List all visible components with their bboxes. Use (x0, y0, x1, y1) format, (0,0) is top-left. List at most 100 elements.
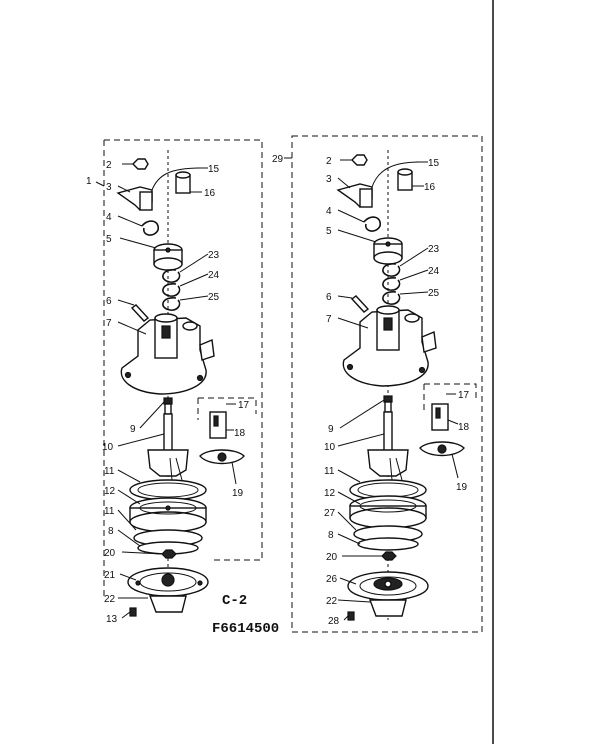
label-6-right: 6 (326, 292, 332, 303)
right-assembly-outline (291, 135, 483, 633)
ring-part-23-right (382, 263, 401, 277)
label-19-right: 19 (456, 482, 468, 493)
part-number-caption: F6614500 (212, 621, 279, 637)
ring-part-24-right (382, 277, 401, 291)
motor-part-18 (209, 411, 227, 439)
label-5-right: 5 (326, 226, 332, 237)
label-23: 23 (208, 250, 220, 261)
label-13: 13 (106, 614, 118, 625)
label-24-right: 24 (428, 266, 440, 277)
pin-part-6 (130, 304, 150, 322)
label-11b: 11 (104, 506, 115, 517)
ring-part-24 (162, 283, 181, 297)
screw-part-9-right (383, 395, 393, 413)
pin-part-6-right (350, 295, 370, 313)
nut-part-2-right (351, 154, 368, 166)
wire-part-15-right (371, 161, 421, 188)
label-28: 28 (328, 616, 340, 627)
ring-part-11 (129, 479, 207, 501)
label-17: 17 (238, 400, 250, 411)
ring-part-25-right (382, 291, 401, 305)
cam-part-5-right (373, 237, 403, 265)
label-2-right: 2 (326, 156, 332, 167)
label-8: 8 (108, 526, 114, 537)
ring-part-23 (162, 269, 181, 283)
housing-part-7 (120, 313, 215, 395)
screw-part-13 (129, 607, 137, 617)
label-1: 1 (86, 176, 92, 187)
label-3-right: 3 (326, 174, 332, 185)
cam-part-5 (153, 243, 183, 271)
left-assembly: 1 2 3 4 5 6 7 15 16 23 24 25 9 10 11 12 … (86, 139, 279, 637)
ring-part-8-right (357, 537, 419, 551)
right-leader-lines (284, 157, 459, 621)
screw-part-9 (163, 397, 173, 415)
bushing-part-16-right (397, 168, 413, 191)
nut-part-20 (161, 549, 177, 559)
label-22: 22 (104, 594, 116, 605)
bushing-part-16 (175, 171, 191, 194)
housing-part-7-right (342, 305, 437, 387)
label-18: 18 (234, 428, 246, 439)
ring-part-25 (162, 297, 181, 311)
label-18-right: 18 (458, 422, 470, 433)
label-9: 9 (130, 424, 136, 435)
label-2: 2 (106, 160, 112, 171)
label-6: 6 (106, 296, 112, 307)
screw-part-28 (347, 611, 355, 621)
nut-part-20-right (381, 551, 397, 561)
label-16: 16 (204, 188, 216, 199)
label-23-right: 23 (428, 244, 440, 255)
right-assembly: 29 2 3 4 5 6 7 15 16 23 24 25 9 10 11 12… (272, 135, 483, 633)
label-25-right: 25 (428, 288, 440, 299)
left-leader-lines (95, 163, 237, 619)
clip-part-4-right (363, 216, 381, 232)
label-21: 21 (104, 570, 116, 581)
shaft-part-10 (147, 413, 189, 481)
label-20-right: 20 (326, 552, 338, 563)
base-part-21 (127, 567, 209, 613)
label-15-right: 15 (428, 158, 440, 169)
plate-part-12 (129, 497, 207, 533)
label-10-right: 10 (324, 442, 336, 453)
label-9-right: 9 (328, 424, 334, 435)
label-4: 4 (106, 212, 112, 223)
plate-part-12-right (349, 495, 427, 529)
shaft-part-10-right (367, 411, 409, 481)
label-4-right: 4 (326, 206, 332, 217)
left-assembly-outline (103, 139, 263, 600)
bracket-part-3 (116, 186, 153, 211)
label-24: 24 (208, 270, 220, 281)
subassembly-outline-right (423, 383, 477, 410)
clip-part-4 (141, 220, 159, 236)
motor-part-18-right (431, 403, 449, 431)
label-3: 3 (106, 182, 112, 193)
nut-part-2 (132, 158, 149, 170)
label-7-right: 7 (326, 314, 332, 325)
label-27: 27 (324, 508, 336, 519)
label-17-right: 17 (458, 390, 470, 401)
label-10: 10 (102, 442, 114, 453)
label-11a: 11 (104, 466, 115, 477)
label-12: 12 (104, 486, 116, 497)
label-26: 26 (326, 574, 338, 585)
label-16-right: 16 (424, 182, 436, 193)
label-11-right: 11 (324, 466, 335, 477)
label-15: 15 (208, 164, 220, 175)
subassembly-outline-left (197, 397, 257, 420)
coupling-part-19-right (419, 441, 465, 457)
label-5: 5 (106, 234, 112, 245)
bracket-part-3-right (336, 183, 373, 208)
wire-part-15 (151, 167, 201, 191)
label-8-right: 8 (328, 530, 334, 541)
coupling-part-19 (199, 449, 245, 465)
label-12-right: 12 (324, 488, 336, 499)
label-25: 25 (208, 292, 220, 303)
label-29: 29 (272, 154, 284, 165)
label-19: 19 (232, 488, 244, 499)
label-20: 20 (104, 548, 116, 559)
label-22-right: 22 (326, 596, 338, 607)
label-7: 7 (106, 318, 112, 329)
base-part-26 (347, 571, 429, 617)
